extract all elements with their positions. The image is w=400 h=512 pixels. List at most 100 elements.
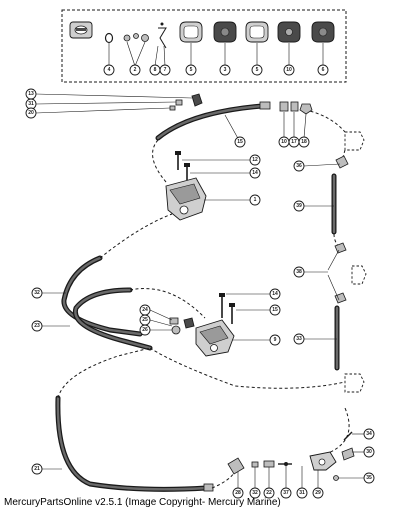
kit-diaphragm-3-part[interactable] xyxy=(213,21,237,43)
callout-label: 5 xyxy=(256,67,259,73)
fitting-31[interactable] xyxy=(175,99,183,106)
check-valve-fittings-24-25-26[interactable] xyxy=(169,317,195,335)
callout-label: 18 xyxy=(301,139,307,145)
callout-kit-8: 8 xyxy=(149,64,161,76)
callout-label: 15 xyxy=(272,307,278,313)
callout-kit-4: 4 xyxy=(103,64,115,76)
callout-label: 10 xyxy=(281,139,287,145)
copyright-caption: MercuryPartsOnline v2.5.1 (Image Copyrig… xyxy=(4,497,281,508)
callout-label: 12 xyxy=(252,157,258,163)
callout-label: 6 xyxy=(322,67,325,73)
kit-gasket-5a-part[interactable] xyxy=(179,21,203,43)
callout-label: 15 xyxy=(237,139,243,145)
callout-32-left: 32 xyxy=(31,287,43,299)
callout-15-hose: 15 xyxy=(234,136,246,148)
callout-1: 1 xyxy=(249,194,261,206)
callout-37: 37 xyxy=(280,487,292,499)
kit-o-ring-part[interactable] xyxy=(104,32,114,44)
callout-21: 21 xyxy=(31,463,43,475)
callout-label: 34 xyxy=(366,431,372,437)
callout-label: 31 xyxy=(28,101,34,107)
callout-30: 30 xyxy=(363,446,375,458)
kit-gasket-5b-part[interactable] xyxy=(245,21,269,43)
callout-label: 33 xyxy=(296,336,302,342)
callout-label: 3 xyxy=(224,67,227,73)
callout-20: 20 xyxy=(25,107,37,119)
callout-kit-5b: 5 xyxy=(251,64,263,76)
callout-39: 39 xyxy=(293,200,305,212)
callout-label: 31 xyxy=(299,490,305,496)
callout-36: 36 xyxy=(293,160,305,172)
fuel-pump-9[interactable] xyxy=(195,319,235,357)
callout-26: 26 xyxy=(139,324,151,336)
kit-spring-clip-part[interactable] xyxy=(158,22,167,49)
callout-kit-10: 10 xyxy=(283,64,295,76)
callout-kit-3: 3 xyxy=(219,64,231,76)
callout-label: 32 xyxy=(252,490,258,496)
callout-label: 39 xyxy=(296,203,302,209)
callout-14-top: 14 xyxy=(249,167,261,179)
callout-label: 35 xyxy=(366,475,372,481)
hose-21-end-fitting[interactable] xyxy=(203,483,214,492)
callout-label: 2 xyxy=(134,67,137,73)
primer-valve-assembly[interactable] xyxy=(227,431,355,481)
callout-label: 10 xyxy=(286,67,292,73)
kit-check-valve-parts[interactable] xyxy=(123,33,149,42)
dashed-routing-lines xyxy=(57,109,350,489)
callout-label: 13 xyxy=(28,91,34,97)
callout-label: 4 xyxy=(108,67,111,73)
fittings-10-17-18[interactable] xyxy=(279,101,313,115)
pump-screws-top[interactable] xyxy=(175,151,190,180)
callout-label: 29 xyxy=(315,490,321,496)
callout-33: 33 xyxy=(293,333,305,345)
callout-label: 21 xyxy=(34,466,40,472)
callout-label: 22 xyxy=(266,490,272,496)
callout-leaders xyxy=(35,93,364,488)
callout-32-bottom: 32 xyxy=(249,487,261,499)
callout-14-bottom: 14 xyxy=(269,288,281,300)
elbow-fitting-36[interactable] xyxy=(335,155,349,169)
fitting-20[interactable] xyxy=(169,105,176,111)
callout-13: 13 xyxy=(25,88,37,100)
fitting-13[interactable] xyxy=(191,93,203,107)
callout-label: 37 xyxy=(283,490,289,496)
fuel-hose-32[interactable] xyxy=(61,255,143,337)
kit-gasket-6-part[interactable] xyxy=(311,21,335,43)
callout-22: 22 xyxy=(263,487,275,499)
repair-kit-box xyxy=(61,9,347,83)
callout-23: 23 xyxy=(31,320,43,332)
callout-label: 14 xyxy=(272,291,278,297)
pump-screws-bottom[interactable] xyxy=(219,293,235,324)
callout-label: 38 xyxy=(296,269,302,275)
callout-label: 8 xyxy=(154,67,157,73)
fuel-line-connector-top xyxy=(344,131,365,151)
callout-label: 24 xyxy=(142,307,148,313)
hose-fitting-right[interactable] xyxy=(259,101,271,110)
callout-label: 23 xyxy=(34,323,40,329)
fuel-hose-21[interactable] xyxy=(55,395,209,492)
callout-34: 34 xyxy=(363,428,375,440)
callout-label: 28 xyxy=(235,490,241,496)
callout-label: 26 xyxy=(142,327,148,333)
callout-label: 36 xyxy=(296,163,302,169)
callout-38: 38 xyxy=(293,266,305,278)
fuel-pump-1[interactable] xyxy=(165,177,207,221)
fuel-line-connector-bottom xyxy=(344,373,365,393)
callout-kit-7: 7 xyxy=(159,64,171,76)
callout-label: 32 xyxy=(34,290,40,296)
callout-18-fitting: 18 xyxy=(298,136,310,148)
callout-15-bolt: 15 xyxy=(269,304,281,316)
kit-diaphragm-10-part[interactable] xyxy=(277,21,301,43)
fuel-hose-15[interactable] xyxy=(155,103,265,141)
callout-10-fitting: 10 xyxy=(278,136,290,148)
callout-kit-5a: 5 xyxy=(185,64,197,76)
callout-label: 14 xyxy=(252,170,258,176)
tee-fitting-38a[interactable] xyxy=(334,242,347,254)
kit-diaphragm-part[interactable] xyxy=(69,21,93,39)
fuel-hose-23[interactable] xyxy=(72,287,153,351)
callout-label: 9 xyxy=(274,337,277,343)
callout-label: 5 xyxy=(190,67,193,73)
callout-label: 20 xyxy=(28,110,34,116)
tee-fitting-38b[interactable] xyxy=(334,292,347,304)
